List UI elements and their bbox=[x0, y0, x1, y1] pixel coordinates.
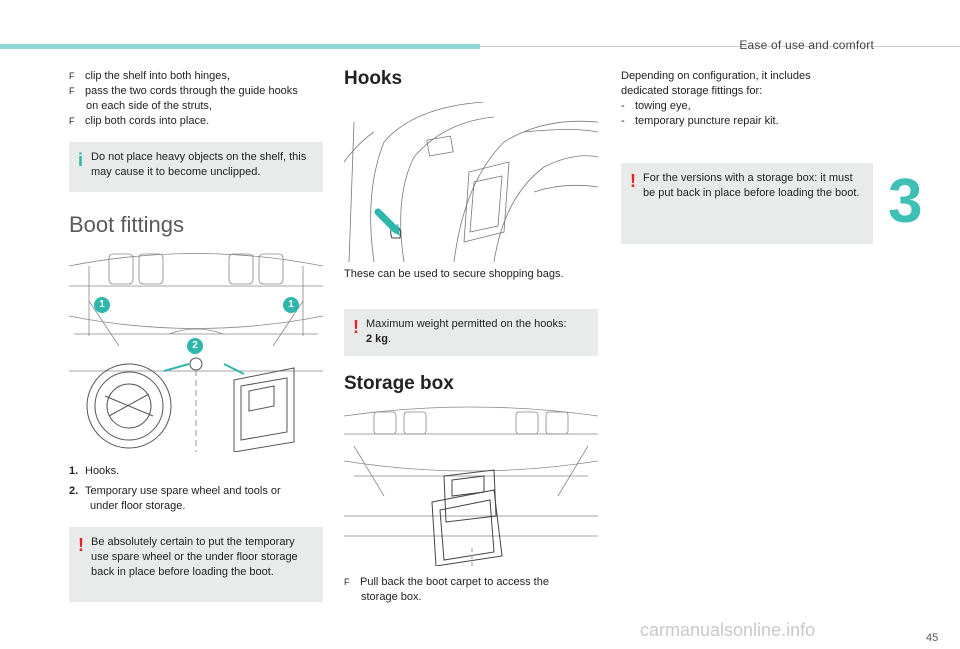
chapter-number: 3 bbox=[888, 167, 923, 236]
storage-box-drawing bbox=[344, 406, 598, 566]
bullet-icon: F bbox=[69, 86, 75, 96]
bullet-icon: F bbox=[344, 577, 350, 587]
info-note-shelf: i Do not place heavy objects on the shel… bbox=[69, 142, 323, 192]
hooks-illustration bbox=[344, 102, 598, 262]
list-item: -temporary puncture repair kit. bbox=[621, 115, 779, 127]
hooks-description: These can be used to secure shopping bag… bbox=[344, 268, 564, 280]
header-rule bbox=[480, 46, 960, 47]
warning-icon: ! bbox=[353, 317, 359, 337]
bullet-icon: F bbox=[69, 116, 75, 126]
watermark: carmanualsonline.info bbox=[640, 620, 816, 640]
page-number: 45 bbox=[926, 632, 939, 644]
list-item: -towing eye, bbox=[621, 100, 691, 112]
max-weight-value: 2 kg bbox=[366, 333, 389, 345]
storage-box-illustration bbox=[344, 406, 598, 566]
storage-fittings-intro: Depending on configuration, it includes … bbox=[621, 69, 881, 129]
header-accent-bar bbox=[0, 44, 480, 49]
warning-note-text: Maximum weight permitted on the hooks:2 … bbox=[366, 318, 567, 345]
callout-badge-1: 1 bbox=[283, 297, 299, 313]
boot-fittings-title: Boot fittings bbox=[69, 212, 184, 237]
list-item-continuation: under floor storage. bbox=[90, 500, 186, 512]
warning-note-hooks: ! Maximum weight permitted on the hooks:… bbox=[344, 309, 598, 356]
info-icon: i bbox=[78, 150, 84, 170]
hooks-title: Hooks bbox=[344, 68, 403, 89]
warning-note-text: For the versions with a storage box: it … bbox=[643, 172, 860, 199]
list-item-continuation: on each side of the struts, bbox=[86, 100, 212, 112]
callout-badge-2: 2 bbox=[187, 338, 203, 354]
section-title: Ease of use and comfort bbox=[739, 38, 874, 52]
hooks-drawing bbox=[344, 102, 598, 262]
list-item: 1.Hooks. bbox=[69, 465, 120, 477]
list-item: 2.Temporary use spare wheel and tools or bbox=[69, 485, 281, 497]
warning-note-text: Be absolutely certain to put the tempora… bbox=[91, 536, 298, 578]
warning-icon: ! bbox=[630, 171, 636, 191]
list-item-continuation: storage box. bbox=[361, 591, 422, 603]
storage-box-title: Storage box bbox=[344, 373, 454, 394]
boot-fittings-legend: 1.Hooks. 2.Temporary use spare wheel and… bbox=[69, 464, 329, 514]
boot-fittings-illustration: 1 1 2 bbox=[69, 246, 323, 452]
warning-note-storage-box: ! For the versions with a storage box: i… bbox=[621, 163, 873, 244]
bullet-icon: F bbox=[69, 71, 75, 81]
info-note-text: Do not place heavy objects on the shelf,… bbox=[91, 151, 307, 178]
callout-badge-1: 1 bbox=[94, 297, 110, 313]
warning-note-spare-wheel: ! Be absolutely certain to put the tempo… bbox=[69, 527, 323, 602]
warning-icon: ! bbox=[78, 535, 84, 555]
